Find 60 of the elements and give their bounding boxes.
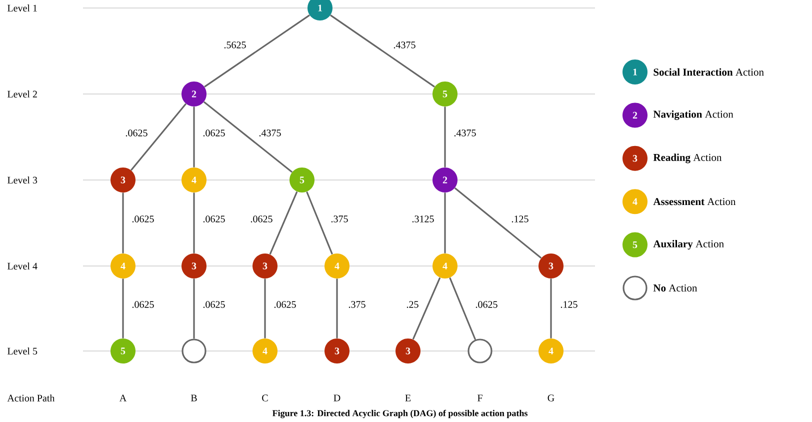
legend-text: Auxilary Action <box>653 240 724 250</box>
connector-line <box>204 14 310 88</box>
legend-text: Assessment Action <box>653 198 736 206</box>
edge-label: .0625 <box>272 300 298 309</box>
edge-label: .125 <box>559 300 579 309</box>
legend-text: Reading Action <box>653 154 722 164</box>
edge-label: .4375 <box>258 128 282 138</box>
connector-line <box>269 191 298 255</box>
path-letter: E <box>405 394 411 402</box>
connector-line <box>449 277 476 340</box>
connector-line <box>203 101 293 173</box>
edge-label: .0625 <box>249 214 274 224</box>
edge-label: .0625 <box>474 300 499 309</box>
level-label: Level 1 <box>8 4 37 12</box>
path-letter: G <box>548 394 554 402</box>
edge-label: .25 <box>405 300 420 309</box>
path-letter: F <box>478 394 482 402</box>
legend-text: Social Interaction Action <box>654 68 764 76</box>
connector-line <box>264 278 266 338</box>
edge-label: .0625 <box>130 300 156 309</box>
connector-line <box>330 14 435 88</box>
connector-line <box>336 278 338 338</box>
row-label: Action Path <box>7 394 55 402</box>
edge-label: .125 <box>510 214 530 224</box>
empty-circle <box>468 338 492 364</box>
edge-label: .0625 <box>202 300 226 309</box>
connector-line <box>122 278 124 338</box>
connector-line <box>122 192 124 254</box>
connector-line <box>444 192 446 254</box>
edge-label: .3125 <box>410 214 436 224</box>
connector-line <box>193 106 195 168</box>
path-letter: B <box>190 394 197 402</box>
path-letter: C <box>262 394 268 402</box>
connector-line <box>193 278 195 339</box>
edge-label: .4375 <box>452 128 478 138</box>
level-label: Level 4 <box>8 262 38 270</box>
connector-line <box>454 187 542 259</box>
edge-label: .4375 <box>392 40 417 50</box>
edge-label: .5625 <box>222 40 248 50</box>
caption: Figure 1.3: Directed Acyclic Graph (DAG) of possible action paths <box>272 410 528 418</box>
level-label: Level 3 <box>8 176 38 184</box>
connector-line <box>130 103 187 171</box>
path-letter: A <box>120 394 127 402</box>
connector-line <box>444 106 446 168</box>
path-letter: D <box>334 394 340 402</box>
edge-label: .0625 <box>202 214 226 224</box>
level-label: Level 5 <box>8 347 38 354</box>
level-label: Level 2 <box>8 90 37 98</box>
legend-text: No Action <box>653 284 698 292</box>
empty-circle <box>182 338 206 364</box>
edge-label: .0625 <box>202 128 226 138</box>
legend-text: Navigation Action <box>653 110 734 120</box>
connector-line <box>306 191 333 255</box>
edge-label: .0625 <box>130 214 156 224</box>
edge-label: .375 <box>347 300 367 309</box>
connector-line <box>550 278 552 338</box>
connector-line <box>193 192 195 254</box>
connector-line <box>412 277 441 340</box>
edge-label: .375 <box>330 214 350 224</box>
edge-label: .0625 <box>124 128 149 138</box>
